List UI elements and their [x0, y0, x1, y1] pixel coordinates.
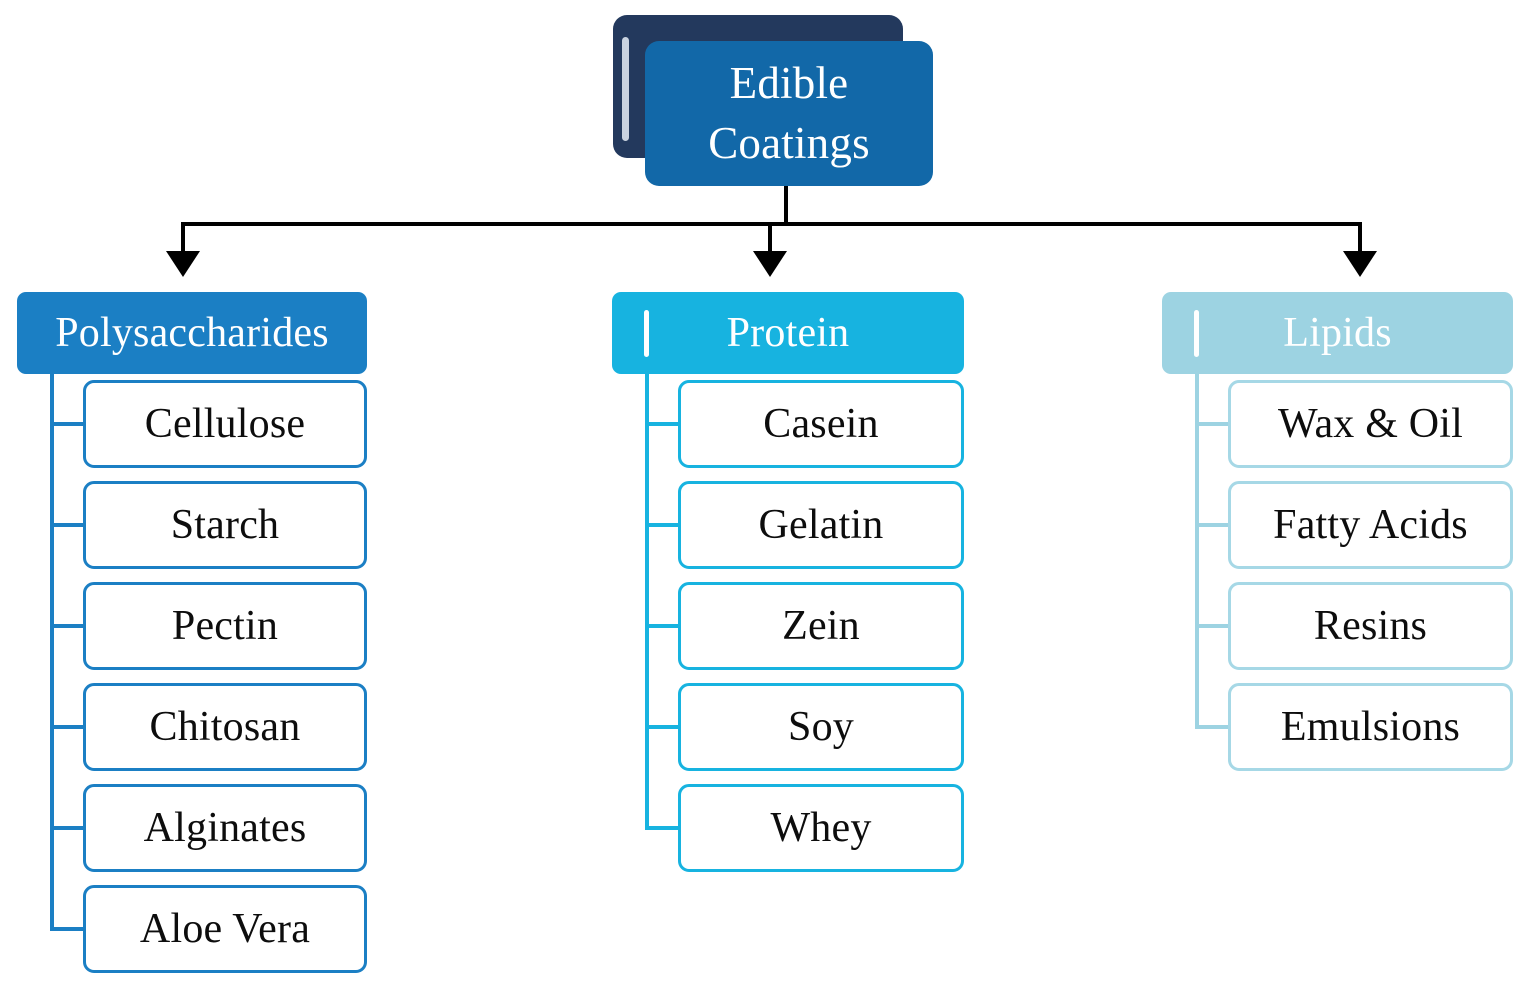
list-item: Aloe Vera — [17, 879, 367, 980]
connector-branch-middle — [768, 222, 772, 254]
child-node-cellulose[interactable]: Cellulose — [83, 380, 367, 468]
connector-branch-right — [1358, 222, 1362, 254]
arrow-head-icon-right — [1343, 251, 1377, 277]
stub-line — [645, 725, 681, 729]
stub-line — [1195, 624, 1231, 628]
trunk-line-protein — [645, 374, 649, 830]
children-group-polysaccharides: Cellulose Starch Pectin Chitosan — [17, 374, 367, 980]
stub-line — [50, 725, 86, 729]
child-node-alginates[interactable]: Alginates — [83, 784, 367, 872]
child-node-label: Starch — [170, 502, 280, 548]
stub-line — [50, 422, 86, 426]
connector-branch-left — [181, 222, 185, 254]
category-column-lipids: Lipids Wax & Oil Fatty Acids Resins — [1162, 292, 1513, 778]
trunk-line-polysaccharides — [50, 374, 54, 931]
stub-line — [1195, 725, 1231, 729]
root-node-edible-coatings[interactable]: Edible Coatings — [645, 41, 933, 186]
child-node-label: Zein — [782, 603, 860, 649]
child-node-pectin[interactable]: Pectin — [83, 582, 367, 670]
list-item: Casein — [612, 374, 964, 475]
list-item: Wax & Oil — [1162, 374, 1513, 475]
child-node-label: Chitosan — [149, 704, 301, 750]
category-header-lipids[interactable]: Lipids — [1162, 292, 1513, 374]
root-node-label: Edible Coatings — [708, 58, 870, 168]
child-node-label: Casein — [763, 401, 879, 447]
child-node-fatty-acids[interactable]: Fatty Acids — [1228, 481, 1513, 569]
child-node-starch[interactable]: Starch — [83, 481, 367, 569]
child-node-soy[interactable]: Soy — [678, 683, 964, 771]
child-node-aloe-vera[interactable]: Aloe Vera — [83, 885, 367, 973]
list-item: Chitosan — [17, 677, 367, 778]
child-node-label: Wax & Oil — [1277, 401, 1464, 447]
child-node-zein[interactable]: Zein — [678, 582, 964, 670]
stub-line — [1195, 523, 1231, 527]
list-item: Fatty Acids — [1162, 475, 1513, 576]
child-node-label: Fatty Acids — [1273, 502, 1468, 548]
root-shadow-accent-bar — [622, 37, 629, 141]
children-group-lipids: Wax & Oil Fatty Acids Resins Emulsions — [1162, 374, 1513, 778]
connector-root-vertical — [784, 186, 788, 226]
list-item: Whey — [612, 778, 964, 879]
category-column-polysaccharides: Polysaccharides Cellulose Starch Pectin — [17, 292, 367, 980]
child-node-label: Resins — [1313, 603, 1428, 649]
list-item: Alginates — [17, 778, 367, 879]
child-node-label: Cellulose — [144, 401, 306, 447]
category-label: Protein — [726, 310, 850, 356]
accent-bar-icon — [644, 310, 649, 357]
list-item: Soy — [612, 677, 964, 778]
child-node-label: Gelatin — [758, 502, 884, 548]
list-item: Cellulose — [17, 374, 367, 475]
child-node-gelatin[interactable]: Gelatin — [678, 481, 964, 569]
list-item: Emulsions — [1162, 677, 1513, 778]
stub-line — [50, 927, 86, 931]
list-item: Zein — [612, 576, 964, 677]
child-node-casein[interactable]: Casein — [678, 380, 964, 468]
list-item: Pectin — [17, 576, 367, 677]
trunk-line-lipids — [1195, 374, 1199, 729]
children-group-protein: Casein Gelatin Zein Soy — [612, 374, 964, 879]
stub-line — [645, 422, 681, 426]
stub-line — [1195, 422, 1231, 426]
child-node-emulsions[interactable]: Emulsions — [1228, 683, 1513, 771]
child-node-resins[interactable]: Resins — [1228, 582, 1513, 670]
child-node-label: Soy — [788, 704, 854, 750]
stub-line — [50, 826, 86, 830]
list-item: Resins — [1162, 576, 1513, 677]
category-header-protein[interactable]: Protein — [612, 292, 964, 374]
child-node-label: Whey — [770, 805, 872, 851]
stub-line — [645, 826, 681, 830]
list-item: Starch — [17, 475, 367, 576]
arrow-head-icon-middle — [753, 251, 787, 277]
child-node-label: Aloe Vera — [139, 906, 311, 952]
stub-line — [645, 523, 681, 527]
child-node-chitosan[interactable]: Chitosan — [83, 683, 367, 771]
arrow-head-icon-left — [166, 251, 200, 277]
category-column-protein: Protein Casein Gelatin Zein — [612, 292, 964, 879]
accent-bar-icon — [1194, 310, 1199, 357]
child-node-label: Alginates — [143, 805, 307, 851]
category-header-polysaccharides[interactable]: Polysaccharides — [17, 292, 367, 374]
child-node-whey[interactable]: Whey — [678, 784, 964, 872]
stub-line — [50, 624, 86, 628]
list-item: Gelatin — [612, 475, 964, 576]
child-node-label: Emulsions — [1280, 704, 1461, 750]
category-label: Polysaccharides — [55, 310, 329, 356]
stub-line — [645, 624, 681, 628]
child-node-wax-and-oil[interactable]: Wax & Oil — [1228, 380, 1513, 468]
child-node-label: Pectin — [171, 603, 279, 649]
stub-line — [50, 523, 86, 527]
category-label: Lipids — [1283, 310, 1392, 356]
